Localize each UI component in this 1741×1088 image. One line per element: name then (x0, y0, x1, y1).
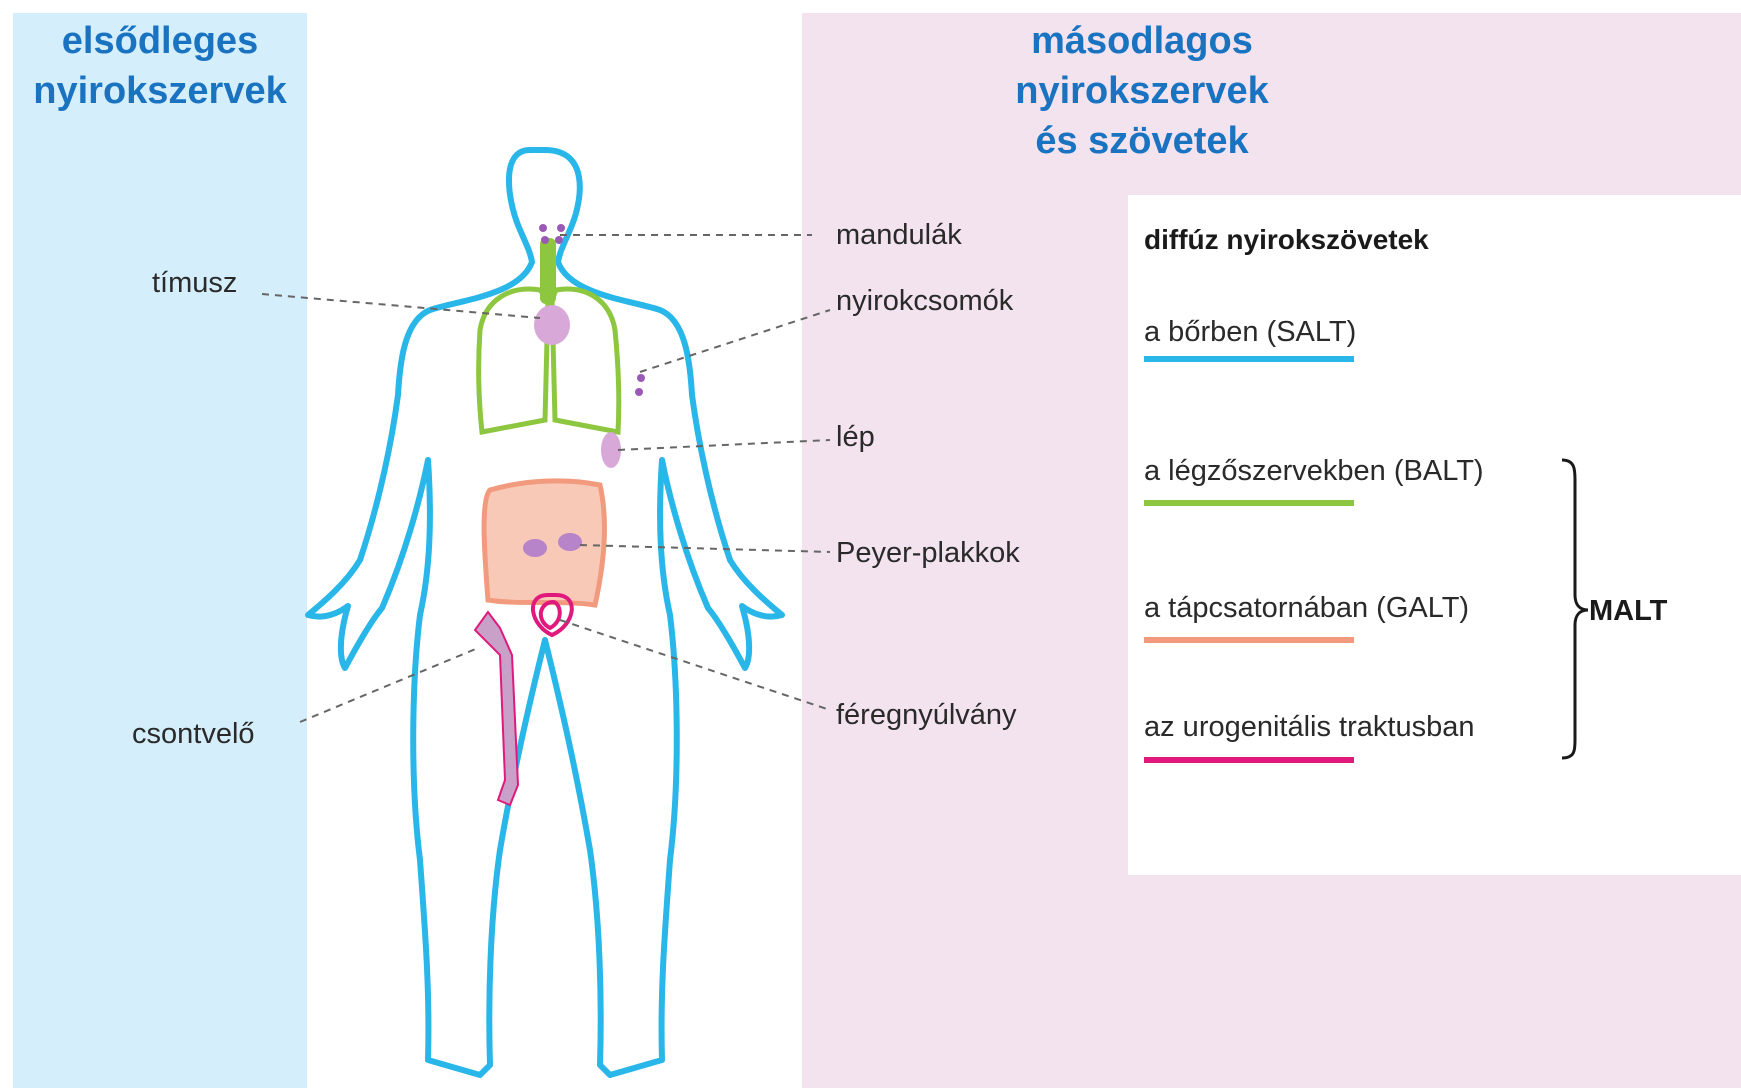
tissue-item-salt: a bőrben (SALT) (1144, 316, 1356, 349)
tissue-underline-galt (1144, 637, 1354, 643)
malt-brace (1562, 460, 1588, 758)
tissue-item-balt: a légzőszervekben (BALT) (1144, 455, 1484, 488)
leader-line-feregnyulvany (560, 620, 830, 710)
tissue-item-galt: a tápcsatornában (GALT) (1144, 592, 1469, 625)
label-nyirokcsomok: nyirokcsomók (836, 284, 1013, 318)
label-feregnyulvany: féregnyúlvány (836, 698, 1017, 732)
lymph-node-dot (635, 388, 643, 396)
malt-label: MALT (1589, 595, 1667, 628)
label-lep: lép (836, 420, 875, 454)
tonsil-dot (541, 236, 549, 244)
peyer-patch-shape (523, 539, 547, 557)
left-lung-shape (479, 289, 548, 432)
tonsil-dot (555, 236, 563, 244)
leader-line-lep (618, 440, 830, 450)
diffuse-tissue-title: diffúz nyirokszövetek (1144, 224, 1429, 256)
tissue-item-urogenital: az urogenitális traktusban (1144, 711, 1474, 744)
lymph-node-dot (637, 374, 645, 382)
tissue-underline-salt (1144, 356, 1354, 362)
leader-line-csontvelo (300, 648, 478, 722)
leader-line-nyirokcsomok (640, 310, 830, 372)
tissue-underline-urogenital (1144, 757, 1354, 763)
label-peyer: Peyer-plakkok (836, 536, 1020, 570)
thymus-shape (534, 305, 570, 345)
tissue-underline-balt (1144, 500, 1354, 506)
tonsil-dot (539, 224, 547, 232)
label-mandulak: mandulák (836, 218, 962, 252)
femur-shape (475, 612, 518, 805)
label-csontvelo: csontvelő (132, 717, 255, 751)
label-timusz: tímusz (152, 266, 237, 300)
peyer-patch-shape (558, 533, 582, 551)
tonsil-dot (557, 224, 565, 232)
leader-line-peyer (580, 545, 830, 552)
